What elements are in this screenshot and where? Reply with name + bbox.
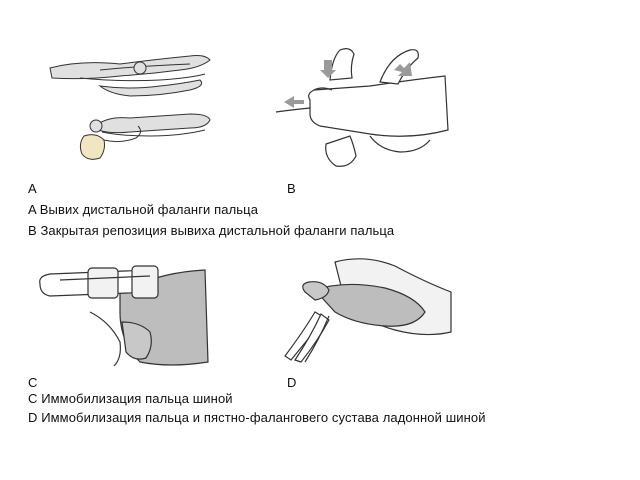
panel-a-illustration bbox=[40, 40, 220, 170]
panel-d-letter: D bbox=[287, 375, 297, 390]
caption-d: D Иммобилизация пальца и пястно-фалангов… bbox=[28, 410, 486, 425]
caption-a: A Вывих дистальной фаланги пальца bbox=[28, 202, 259, 217]
panel-a-letter: A bbox=[28, 181, 37, 196]
panel-c-illustration bbox=[30, 262, 210, 372]
panel-b-letter: B bbox=[287, 181, 296, 196]
panel-d-illustration bbox=[275, 252, 455, 367]
bone-dislocation-drawing bbox=[49, 55, 211, 160]
panel-b-illustration bbox=[270, 40, 450, 170]
finger-splint-drawing bbox=[39, 265, 209, 367]
reduction-hands-drawing bbox=[275, 48, 449, 167]
panel-c-letter: C bbox=[28, 375, 38, 390]
caption-c: C Иммобилизация пальца шиной bbox=[28, 391, 233, 406]
palmar-splint-drawing bbox=[284, 258, 452, 363]
caption-b: B Закрытая репозиция вывиха дистальной ф… bbox=[28, 223, 395, 238]
